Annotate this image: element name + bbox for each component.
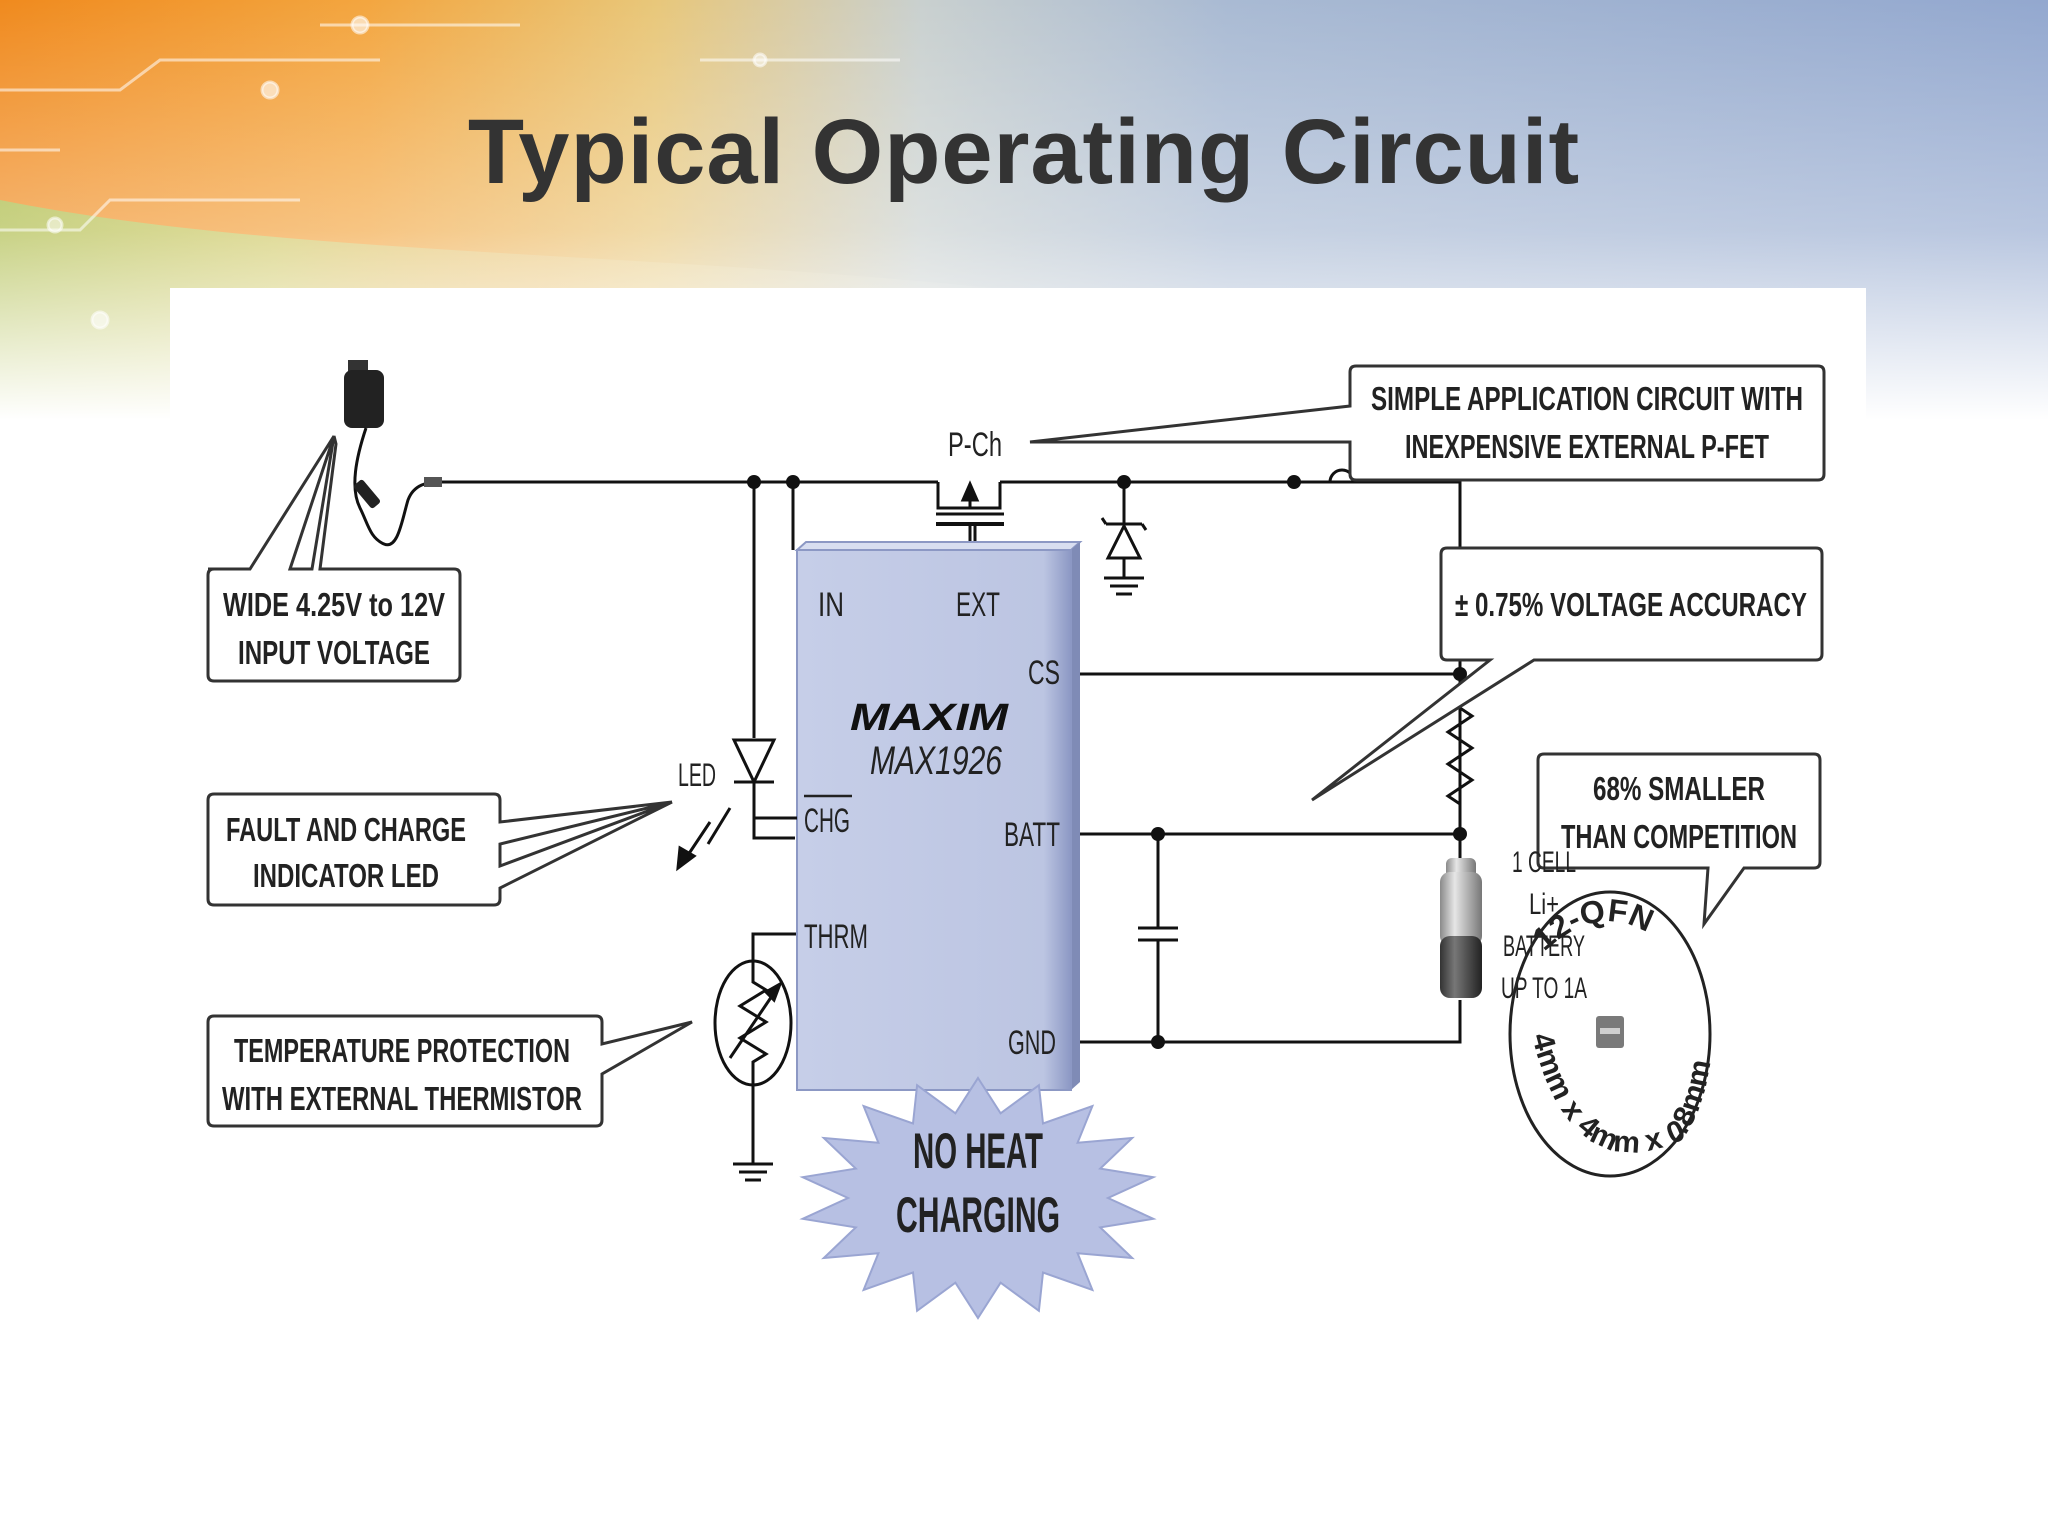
callout-pfet-line-2: INEXPENSIVE EXTERNAL P-FET	[1405, 428, 1769, 465]
qfn-package-badge	[1508, 890, 1712, 1178]
battery-label-line-4: UP TO 1A	[1501, 972, 1587, 1005]
pin-ext-label: EXT	[956, 586, 1000, 624]
circuit-diagram: IN EXT CS MAXIM MAX1926 CHG BATT THRM GN…	[206, 360, 1826, 1320]
current-sense-resistor	[1294, 672, 1475, 1044]
callout-thermistor-line-1: TEMPERATURE PROTECTION	[234, 1032, 570, 1069]
callout-smaller-line-1: 68% SMALLER	[1593, 770, 1765, 807]
callout-smaller-line-2: THAN COMPETITION	[1561, 818, 1797, 855]
led-label: LED	[678, 757, 716, 793]
callout-thermistor-line-2: WITH EXTERNAL THERMISTOR	[222, 1080, 582, 1117]
no-heat-burst	[799, 1076, 1157, 1320]
battery-label-line-2: Li+	[1529, 888, 1559, 921]
pin-cs-label: CS	[1028, 654, 1060, 692]
slide-title: Typical Operating Circuit	[467, 101, 1581, 203]
circuit-trace-decoration	[0, 15, 900, 330]
max1926-chip	[794, 541, 1083, 1091]
callout-fault-led-line-1: FAULT AND CHARGE	[226, 811, 466, 848]
thermistor	[713, 959, 793, 1087]
pin-chg-label: CHG	[804, 802, 850, 840]
schottky-diode	[1100, 482, 1148, 596]
p-fet-transistor	[936, 480, 1004, 550]
battery-label-line-1: 1 CELL	[1512, 846, 1576, 879]
burst-line-2: CHARGING	[896, 1187, 1060, 1243]
pin-in-label: IN	[818, 586, 844, 624]
pin-batt-label: BATT	[1004, 816, 1060, 854]
inductor	[1294, 468, 1462, 674]
li-ion-battery	[1440, 858, 1482, 998]
led-diode	[731, 738, 797, 820]
circuit-diagram-panel: IN EXT CS MAXIM MAX1926 CHG BATT THRM GN…	[170, 288, 1866, 1336]
chip-brand-logo: MAXIM	[850, 697, 1010, 739]
ac-adapter-icon	[344, 360, 442, 547]
callout-input-voltage-line-2: INPUT VOLTAGE	[238, 634, 430, 671]
callout-shapes	[206, 364, 1826, 1128]
burst-line-1: NO HEAT	[913, 1123, 1043, 1179]
output-capacitor	[1138, 926, 1178, 942]
junction-dots	[747, 475, 1467, 1049]
callout-fault-led-line-2: INDICATOR LED	[253, 857, 439, 894]
callout-pfet-line-1: SIMPLE APPLICATION CIRCUIT WITH	[1371, 380, 1803, 417]
callout-accuracy: ± 0.75% VOLTAGE ACCURACY	[1455, 586, 1807, 623]
ground-symbol	[733, 1162, 773, 1182]
led-light-arrows-icon	[676, 807, 732, 872]
chip-part-number: MAX1926	[870, 739, 1003, 783]
pin-gnd-label: GND	[1008, 1024, 1056, 1062]
callout-input-voltage-line-1: WIDE 4.25V to 12V	[223, 586, 445, 623]
battery-label-line-3: BATTERY	[1503, 930, 1585, 963]
pch-label: P-Ch	[948, 426, 1002, 464]
pin-thrm-label: THRM	[804, 918, 868, 956]
